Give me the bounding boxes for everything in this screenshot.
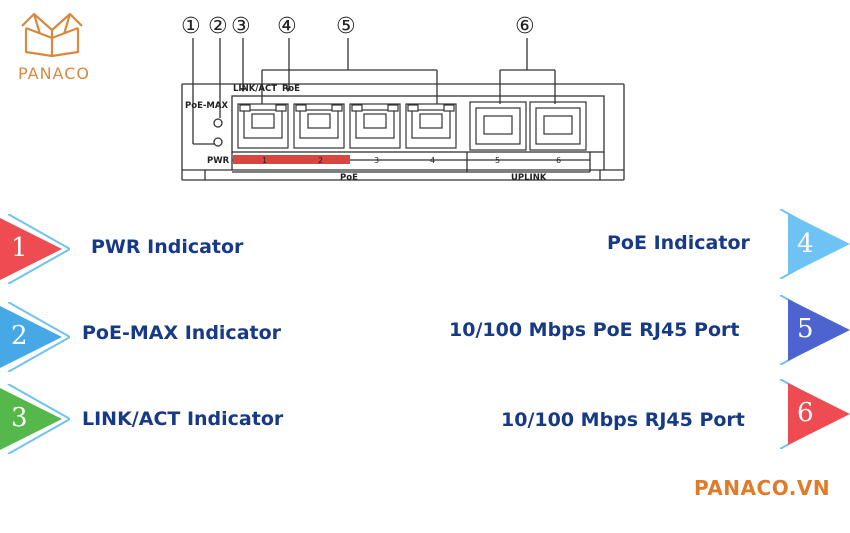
logo-text: PANACO [18,64,90,83]
poe-group-label: PoE [340,173,358,183]
website-label: PANACO.VN [694,476,831,500]
callout-4: ④ [277,14,297,39]
legend-label-uplink-port: 10/100 Mbps RJ45 Port [501,409,745,431]
port-number: 2 [318,156,323,165]
legend-number-3: 3 [11,403,28,433]
link-act-label: LINK/ACT [233,84,277,94]
callout-1: ① [181,14,201,39]
switch-front-panel-diagram: ① ② ③ ④ ⑤ ⑥ PoE-MAX PWR LINK/ACT PoE PoE… [181,14,625,183]
port-number: 3 [374,156,379,165]
legend-badge-2-icon [0,302,70,372]
callout-2: ② [208,14,228,39]
legend-label-link-act: LINK/ACT Indicator [82,408,284,430]
legend-badge-5-icon [780,295,850,365]
legend-badge-4-icon [780,209,850,279]
legend-number-4: 4 [797,229,814,259]
port-number: 1 [262,156,267,165]
legend-badge-6-icon [780,379,850,449]
legend-number-1: 1 [11,233,28,263]
legend-label-pwr: PWR Indicator [91,236,244,258]
callout-5: ⑤ [336,14,356,39]
callout-6: ⑥ [515,14,535,39]
legend-number-5: 5 [797,314,814,344]
port-number: 6 [556,156,561,165]
panaco-logo-icon [21,12,83,58]
legend-label-poe-port: 10/100 Mbps PoE RJ45 Port [449,319,740,341]
port-number: 5 [495,156,500,165]
legend-badge-3-icon [0,384,70,454]
port-number: 4 [430,156,435,165]
legend-label-poe-max: PoE-MAX Indicator [82,322,282,344]
poe-max-label: PoE-MAX [185,101,228,111]
legend-number-2: 2 [11,321,28,351]
poe-indicator-label: PoE [282,84,300,94]
callout-3: ③ [231,14,251,39]
legend-badge-1-icon [0,214,70,284]
legend-label-poe: PoE Indicator [607,232,750,254]
pwr-label: PWR [207,156,230,166]
uplink-group-label: UPLINK [511,173,547,183]
legend-number-6: 6 [797,398,814,428]
